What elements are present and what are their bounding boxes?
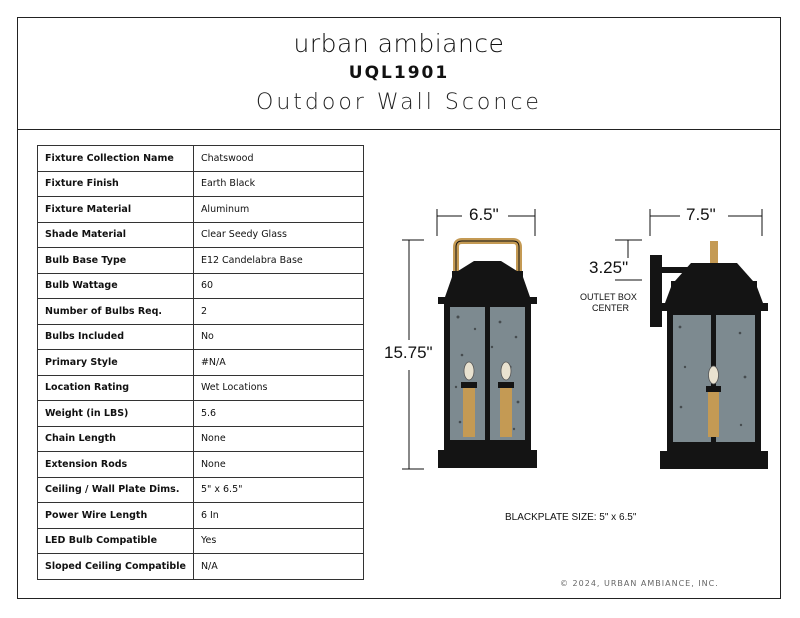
spec-value: Yes [192, 527, 365, 554]
spec-value: None [192, 425, 365, 452]
spec-label: Extension Rods [37, 451, 194, 478]
spec-label: LED Bulb Compatible [37, 527, 194, 554]
spec-label: Fixture Finish [37, 170, 194, 197]
spec-label: Bulbs Included [37, 323, 194, 350]
spec-value: 5" x 6.5" [192, 476, 365, 503]
spec-label: Primary Style [37, 349, 194, 376]
spec-value: 2 [192, 298, 365, 325]
outlet-box-label: OUTLET BOX [580, 292, 637, 302]
spec-value: Earth Black [192, 170, 365, 197]
header-divider [17, 129, 781, 130]
spec-label: Chain Length [37, 425, 194, 452]
backplate-size: BLACKPLATE SIZE: 5" x 6.5" [505, 512, 637, 523]
table-row: Number of Bulbs Req.2 [37, 298, 365, 325]
spec-value: 60 [192, 272, 365, 299]
table-row: Weight (in LBS)5.6 [37, 400, 365, 427]
table-row: Primary Style#N/A [37, 349, 365, 376]
front-width-label: 6.5" [469, 205, 499, 224]
height-label: 15.75" [384, 343, 433, 362]
outlet-height-label: 3.25" [589, 258, 629, 277]
product-sku: UQL1901 [348, 63, 450, 83]
spec-label: Sloped Ceiling Compatible [37, 553, 194, 580]
side-depth-label: 7.5" [686, 205, 716, 224]
spec-label: Bulb Wattage [37, 272, 194, 299]
brand-name: urban ambiance [293, 29, 505, 58]
spec-sheet-frame [17, 17, 781, 599]
spec-value: #N/A [192, 349, 365, 376]
fixture-front-view [438, 238, 537, 468]
spec-value: N/A [192, 553, 365, 580]
spec-label: Location Rating [37, 374, 194, 401]
product-type: Outdoor Wall Sconce [256, 90, 542, 115]
fixture-side-view [650, 241, 768, 469]
spec-value: 6 In [192, 502, 365, 529]
spec-value: No [192, 323, 365, 350]
spec-value: Wet Locations [192, 374, 365, 401]
spec-value: Clear Seedy Glass [192, 221, 365, 248]
copyright-notice: © 2024, URBAN AMBIANCE, INC. [560, 579, 719, 588]
outlet-center-label: CENTER [592, 303, 630, 313]
